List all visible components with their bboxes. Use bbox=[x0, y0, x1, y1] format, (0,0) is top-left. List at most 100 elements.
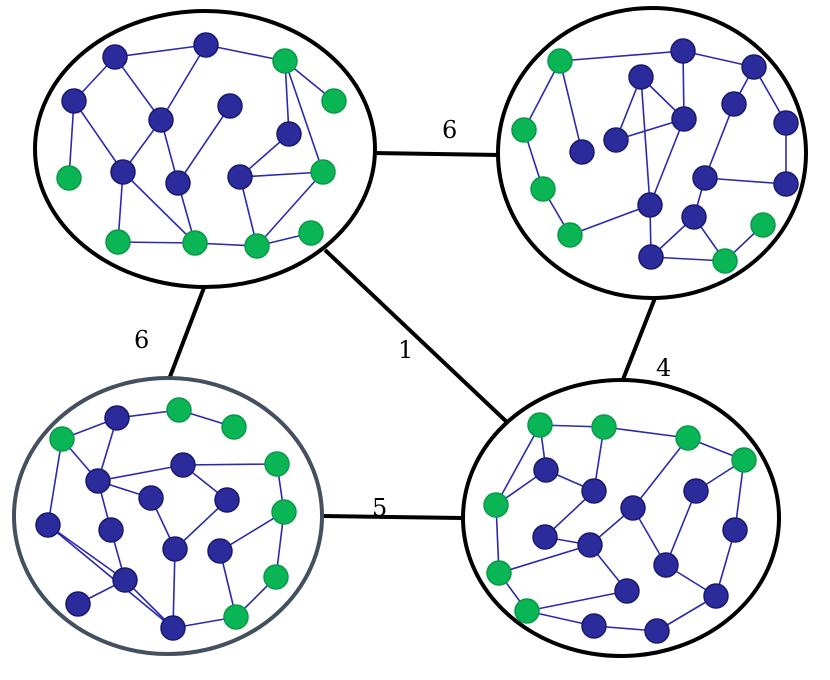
intra-edge-top-right-1 bbox=[523, 60, 561, 131]
blue-node-bottom-right-17 bbox=[581, 613, 607, 639]
intra-edge-top-left-12 bbox=[177, 105, 231, 184]
blue-node-top-right-17 bbox=[638, 244, 664, 270]
inter-edge-tr-br bbox=[620, 297, 657, 383]
blue-node-top-left-5 bbox=[217, 93, 243, 119]
intra-edge-top-left-0 bbox=[114, 44, 207, 58]
blue-node-bottom-right-10 bbox=[577, 532, 603, 558]
blue-node-top-left-10 bbox=[165, 170, 191, 196]
edge-label-tl-bl: 6 bbox=[134, 326, 149, 354]
edge-label-tr-br: 4 bbox=[656, 354, 671, 382]
blue-node-bottom-right-9 bbox=[532, 524, 558, 550]
green-node-top-right-16 bbox=[750, 212, 776, 238]
intra-edge-top-left-3 bbox=[160, 44, 207, 121]
intra-edge-bottom-right-20 bbox=[526, 590, 628, 612]
blue-node-top-right-6 bbox=[603, 127, 629, 153]
blue-node-top-right-13 bbox=[637, 192, 663, 218]
blue-node-bottom-left-12 bbox=[162, 536, 188, 562]
nodes bbox=[35, 32, 799, 644]
green-node-bottom-right-3 bbox=[731, 447, 757, 473]
intra-edge-bottom-left-6 bbox=[182, 463, 278, 466]
edge-label-tl-br: 1 bbox=[398, 336, 413, 364]
blue-node-bottom-right-13 bbox=[653, 552, 679, 578]
blue-node-bottom-left-15 bbox=[112, 567, 138, 593]
blue-node-bottom-right-6 bbox=[683, 478, 709, 504]
intra-edge-bottom-right-5 bbox=[632, 437, 689, 509]
green-node-top-right-0 bbox=[547, 48, 573, 74]
intra-edge-top-left-15 bbox=[122, 171, 196, 244]
edge-label-tl-tr: 6 bbox=[442, 116, 457, 144]
blue-node-bottom-right-18 bbox=[644, 618, 670, 644]
edge-labels: 6 6 1 4 5 bbox=[134, 116, 671, 522]
blue-node-top-right-12 bbox=[773, 171, 799, 197]
inter-edge-tl-bl bbox=[166, 284, 207, 383]
blue-node-bottom-right-11 bbox=[722, 517, 748, 543]
edge-label-bl-br: 5 bbox=[372, 494, 387, 522]
intra-edge-top-right-2 bbox=[559, 60, 583, 153]
green-node-bottom-left-5 bbox=[264, 451, 290, 477]
green-node-top-left-16 bbox=[298, 220, 324, 246]
cluster-bottom-left bbox=[12, 376, 324, 656]
green-node-bottom-left-18 bbox=[223, 604, 249, 630]
blue-node-bottom-left-13 bbox=[207, 538, 233, 564]
green-node-bottom-right-2 bbox=[675, 425, 701, 451]
intra-edge-bottom-right-15 bbox=[498, 544, 591, 574]
intra-edge-top-right-15 bbox=[704, 177, 787, 185]
green-node-bottom-right-0 bbox=[527, 412, 553, 438]
blue-node-top-right-1 bbox=[670, 38, 696, 64]
blue-node-bottom-right-8 bbox=[620, 495, 646, 521]
green-node-bottom-left-1 bbox=[166, 397, 192, 423]
blue-node-bottom-left-6 bbox=[85, 468, 111, 494]
green-node-top-right-4 bbox=[511, 117, 537, 143]
blue-node-bottom-left-17 bbox=[160, 615, 186, 641]
green-node-bottom-left-3 bbox=[49, 426, 75, 452]
blue-node-top-right-14 bbox=[681, 204, 707, 230]
intra-edge-top-left-7 bbox=[284, 60, 324, 173]
blue-node-bottom-right-4 bbox=[533, 457, 559, 483]
blue-node-top-right-2 bbox=[741, 54, 767, 80]
inter-edge-tl-br bbox=[323, 248, 512, 427]
green-node-bottom-right-7 bbox=[483, 492, 509, 518]
green-node-top-left-13 bbox=[105, 229, 131, 255]
intra-edge-top-right-11 bbox=[649, 118, 685, 206]
green-node-bottom-right-12 bbox=[486, 560, 512, 586]
blue-node-bottom-left-8 bbox=[214, 487, 240, 513]
green-node-bottom-left-14 bbox=[263, 564, 289, 590]
inter-edge-bl-br bbox=[321, 514, 464, 520]
intra-edge-top-left-22 bbox=[239, 171, 324, 178]
green-node-bottom-left-9 bbox=[271, 499, 297, 525]
blue-node-top-right-11 bbox=[692, 165, 718, 191]
intra-edge-bottom-left-16 bbox=[47, 524, 174, 629]
green-node-bottom-right-15 bbox=[514, 598, 540, 624]
blue-node-top-right-3 bbox=[628, 64, 654, 90]
blue-node-bottom-left-0 bbox=[104, 405, 130, 431]
intra-edge-bottom-left-7 bbox=[97, 464, 184, 482]
blue-node-top-left-7 bbox=[276, 121, 302, 147]
inter-cluster-edges bbox=[166, 151, 657, 520]
blue-node-bottom-right-14 bbox=[614, 578, 640, 604]
blue-node-top-right-9 bbox=[773, 110, 799, 136]
blue-node-bottom-right-16 bbox=[703, 583, 729, 609]
green-node-top-left-6 bbox=[321, 88, 347, 114]
green-node-top-right-10 bbox=[530, 176, 556, 202]
green-node-top-right-15 bbox=[557, 222, 583, 248]
blue-node-top-left-9 bbox=[110, 159, 136, 185]
blue-node-top-right-8 bbox=[721, 91, 747, 117]
green-node-top-left-8 bbox=[56, 165, 82, 191]
intra-edge-top-left-19 bbox=[117, 241, 196, 244]
blue-node-top-left-3 bbox=[61, 88, 87, 114]
intra-edge-bottom-right-4 bbox=[603, 426, 689, 439]
intra-edge-bottom-left-18 bbox=[172, 548, 176, 629]
blue-node-top-right-7 bbox=[671, 106, 697, 132]
intra-edge-bottom-right-10 bbox=[665, 490, 697, 566]
intra-edge-top-left-9 bbox=[73, 100, 124, 173]
blue-node-top-left-4 bbox=[148, 107, 174, 133]
intra-edge-top-right-0 bbox=[559, 50, 684, 62]
green-node-top-right-18 bbox=[712, 248, 738, 274]
blue-node-top-left-11 bbox=[227, 164, 253, 190]
blue-node-top-left-0 bbox=[102, 44, 128, 70]
intra-edge-top-right-17 bbox=[569, 204, 651, 236]
intra-edge-top-left-8 bbox=[68, 100, 75, 179]
blue-node-bottom-right-5 bbox=[581, 478, 607, 504]
